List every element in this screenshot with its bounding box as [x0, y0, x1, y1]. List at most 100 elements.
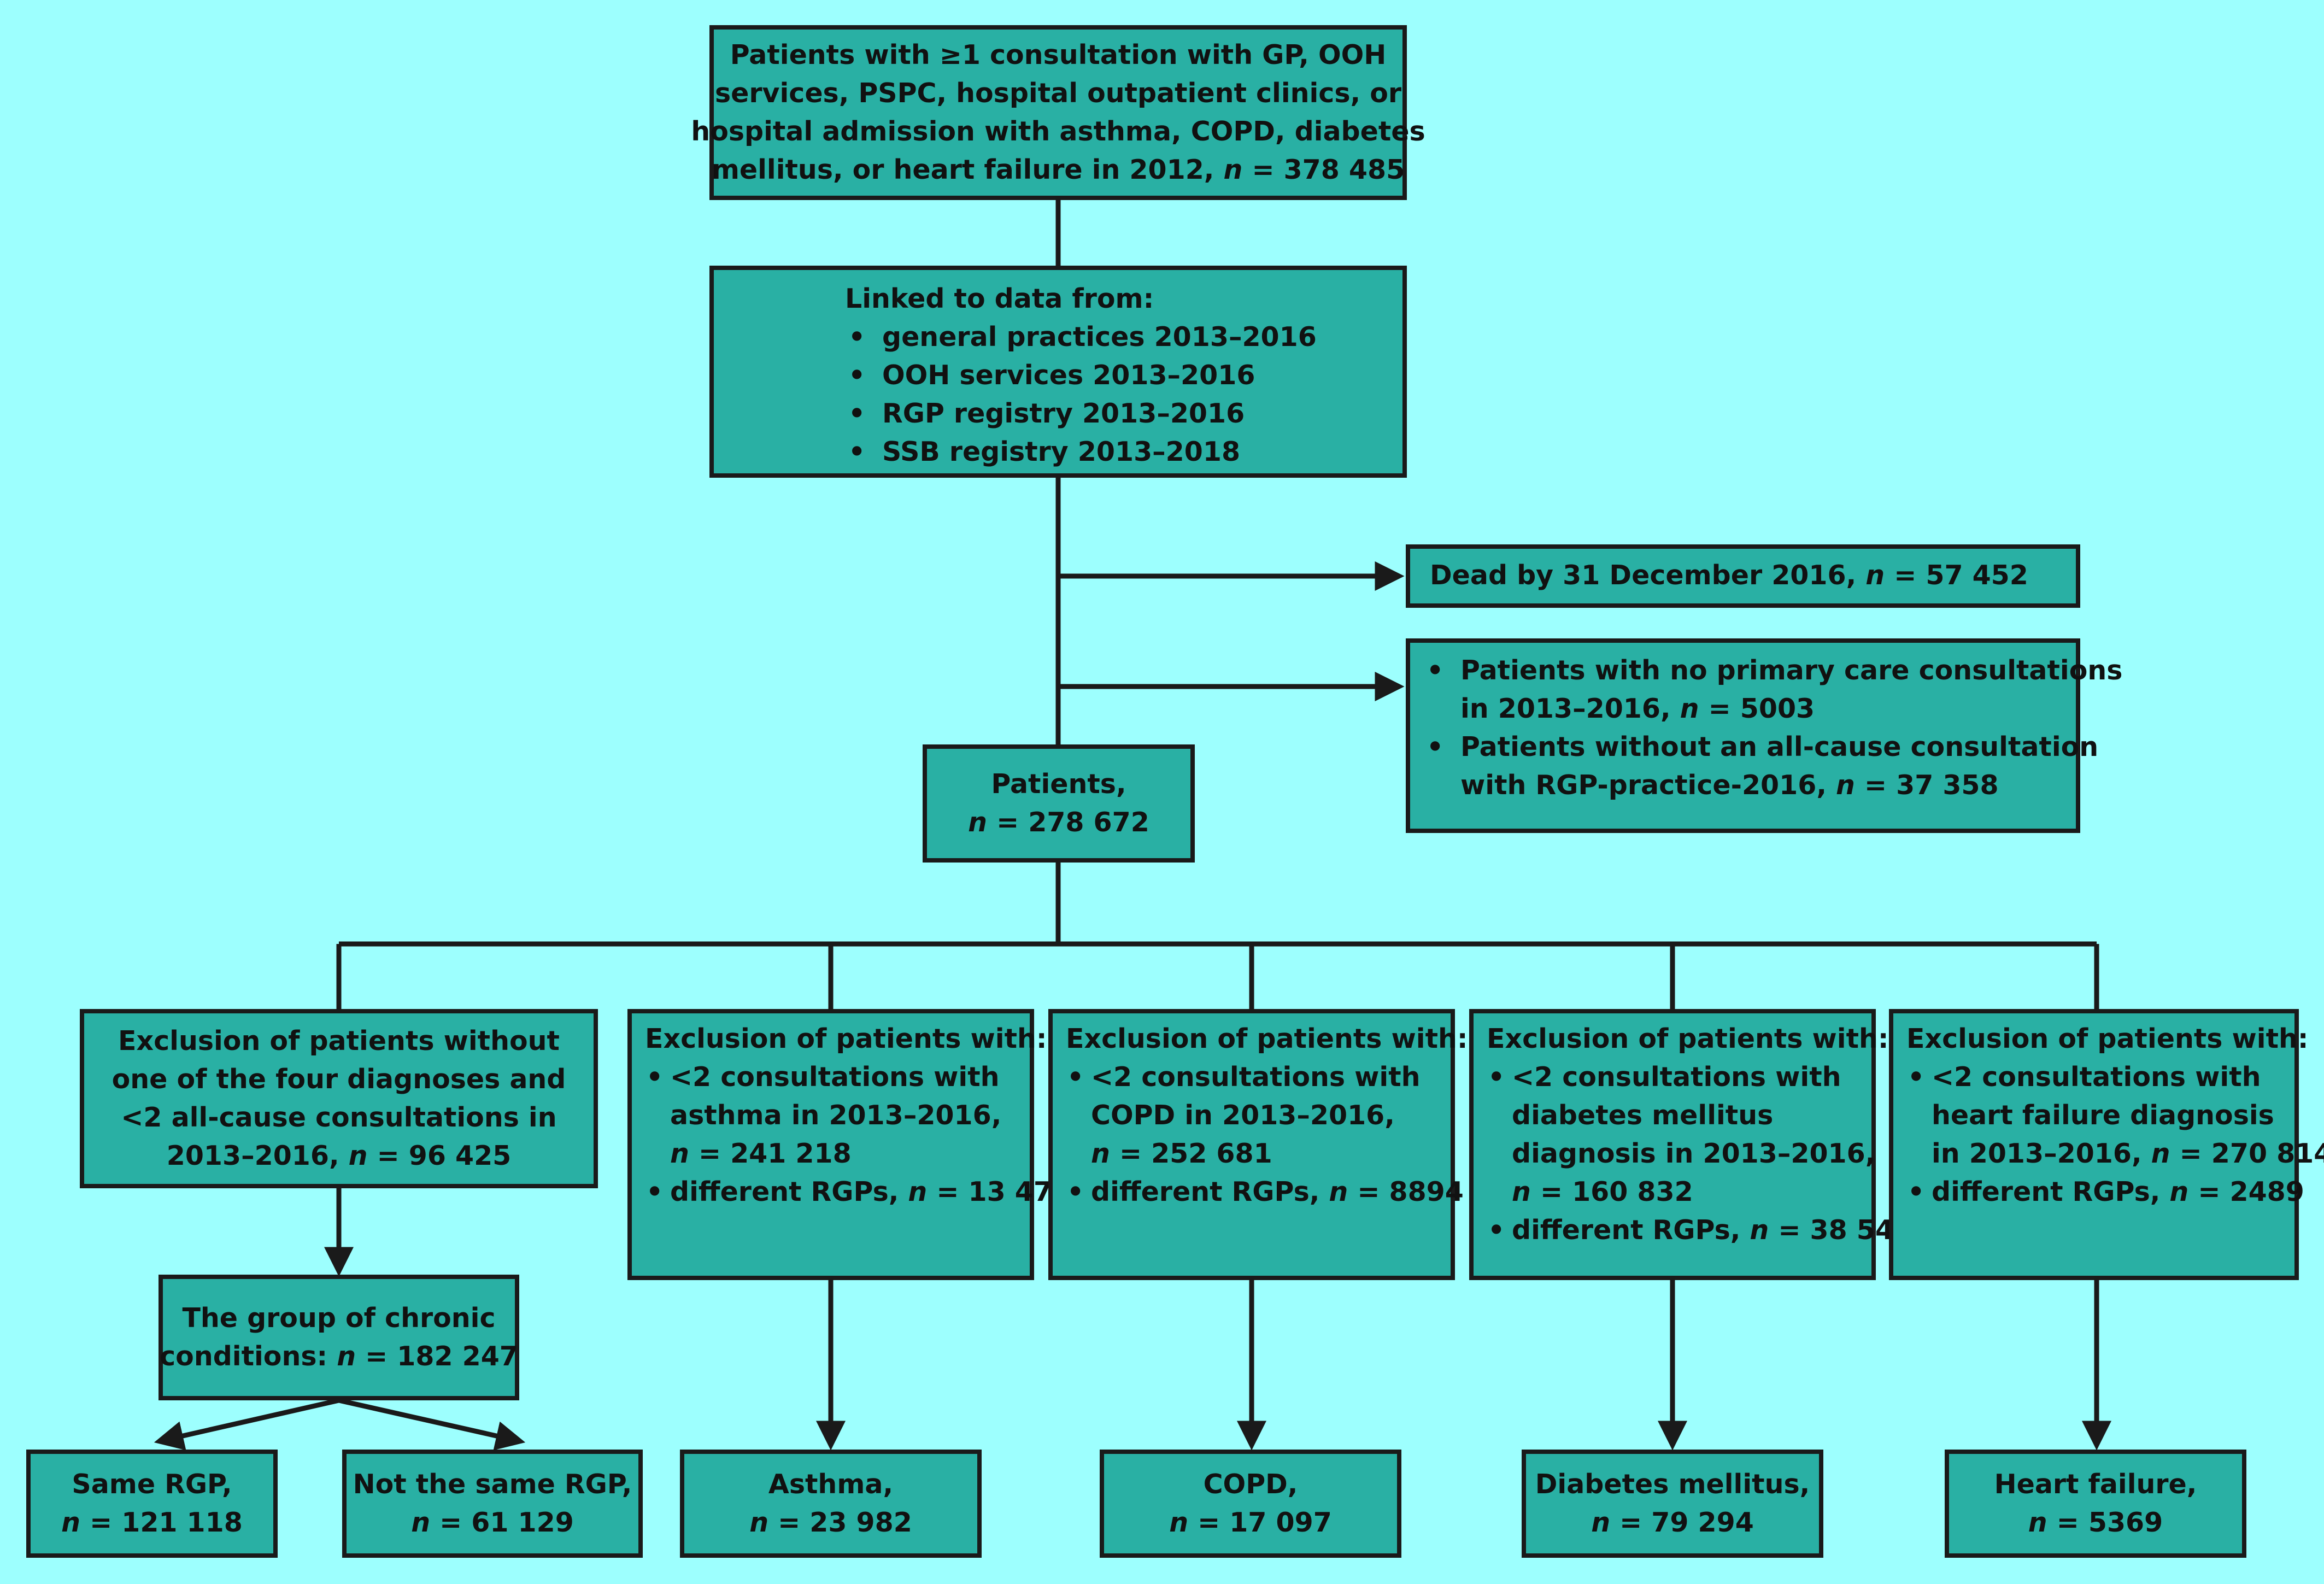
chronic-group-text: conditions: — [160, 1341, 328, 1372]
exclusion-count-line: in 2013–2016, n = 270 814 — [1932, 1135, 2324, 1173]
exclusion-rgp-line: different RGPs, n = 2489 — [1932, 1173, 2304, 1211]
box-diabetes-mellitus: Diabetes mellitus, n = 79 294 — [1522, 1450, 1823, 1558]
exclusion-text: <2 consultations with — [670, 1061, 1000, 1093]
no-consultation-count: 5003 — [1740, 693, 1815, 724]
linked-source-item: SSB registry 2013–2018 — [845, 433, 1381, 471]
heart-failure-count: 5369 — [2088, 1507, 2163, 1538]
linked-heading: Linked to data from: — [845, 283, 1154, 314]
box-same-rgp: Same RGP, n = 121 118 — [26, 1450, 278, 1558]
equals-sign: = — [90, 1507, 113, 1538]
exclusion-heart-rgp-count: 2489 — [2229, 1176, 2304, 1207]
box-linked-data: Linked to data from: general practices 2… — [709, 266, 1407, 478]
n-symbol: n — [348, 1140, 368, 1171]
no-consultation-line: in 2013–2016, n = 5003 — [1460, 690, 2063, 728]
no-rgp-consultation-line: with RGP-practice-2016, n = 37 358 — [1460, 766, 2063, 805]
asthma-line: n = 23 982 — [749, 1504, 912, 1542]
equals-sign: = — [698, 1138, 721, 1169]
asthma-count: 23 982 — [809, 1507, 912, 1538]
exclusion-heart-list: <2 consultations with heart failure diag… — [1906, 1058, 2324, 1211]
chronic-group-count: 182 247 — [397, 1341, 518, 1372]
equals-sign: = — [996, 807, 1019, 838]
equals-sign: = — [1357, 1176, 1380, 1207]
n-symbol: n — [411, 1507, 431, 1538]
exclusion-text: different RGPs, — [1512, 1215, 1741, 1246]
equals-sign: = — [1894, 560, 1917, 591]
patients-label: Patients, — [991, 768, 1126, 800]
exclusion-rgp-line: different RGPs, n = 38 546 — [1512, 1211, 1912, 1249]
same-rgp-line: n = 121 118 — [61, 1504, 243, 1542]
exclusion-copd-consult-count: 252 681 — [1151, 1138, 1272, 1169]
linked-source-item: RGP registry 2013–2016 — [845, 395, 1381, 433]
exclusion-text: in 2013–2016, — [1932, 1138, 2142, 1169]
same-rgp-label: Same RGP, — [72, 1469, 232, 1500]
equals-sign: = — [439, 1507, 462, 1538]
equals-sign: = — [1778, 1215, 1801, 1246]
heart-failure-line: n = 5369 — [2028, 1504, 2163, 1542]
exclusion-text: different RGPs, — [670, 1176, 899, 1207]
exclusion-diabetes-consult-count: 160 832 — [1572, 1176, 1693, 1207]
linked-sources-list: general practices 2013–2016 OOH services… — [714, 318, 1381, 471]
exclusion-chronic-line: 2013–2016, n = 96 425 — [167, 1137, 512, 1175]
asthma-label: Asthma, — [768, 1469, 894, 1500]
n-symbol: n — [1865, 560, 1885, 591]
n-symbol: n — [1512, 1176, 1531, 1207]
initial-cohort-line: mellitus, or heart failure in 2012, n = … — [712, 151, 1405, 189]
box-heart-failure: Heart failure, n = 5369 — [1945, 1450, 2246, 1558]
no-rgp-consultation-text: with RGP-practice-2016, — [1460, 770, 1827, 801]
equals-sign: = — [936, 1176, 959, 1207]
n-symbol: n — [670, 1138, 689, 1169]
diabetes-label: Diabetes mellitus, — [1535, 1469, 1810, 1500]
n-symbol: n — [968, 807, 988, 838]
box-exclusion-heart-failure: Exclusion of patients with: <2 consultat… — [1889, 1009, 2324, 1280]
not-same-rgp-line: n = 61 129 — [411, 1504, 574, 1542]
equals-sign: = — [1619, 1507, 1642, 1538]
patients-count: 278 672 — [1028, 807, 1149, 838]
exclusion-chronic-line: Exclusion of patients without — [118, 1025, 560, 1057]
exclusion-text: <2 consultations with — [1512, 1061, 1841, 1093]
equals-sign: = — [2056, 1507, 2079, 1538]
exclusion-rgp-line: different RGPs, n = 8894 — [1091, 1173, 1464, 1211]
linked-source-item: OOH services 2013–2016 — [845, 356, 1381, 395]
initial-cohort-line: Patients with ≥1 consultation with GP, O… — [730, 39, 1387, 71]
excluded-no-consultation-item: Patients with no primary care consultati… — [1423, 652, 2122, 728]
exclusion-chronic-text: 2013–2016, — [166, 1140, 339, 1171]
n-symbol: n — [2169, 1176, 2189, 1207]
exclusion-copd-rgp-count: 8894 — [1389, 1176, 1464, 1207]
box-exclusion-diabetes: Exclusion of patients with: <2 consultat… — [1469, 1009, 1912, 1280]
exclusion-count-line: n = 241 218 — [670, 1135, 1017, 1173]
exclusion-asthma-list: <2 consultations with asthma in 2013–201… — [645, 1058, 1071, 1211]
exclusion-asthma-consult-count: 241 218 — [730, 1138, 852, 1169]
no-rgp-consultation-text: Patients without an all-cause consultati… — [1460, 731, 2099, 762]
chronic-group-label: The group of chronic — [182, 1303, 496, 1334]
copd-count: 17 097 — [1229, 1507, 1332, 1538]
arrow-to-same-rgp — [154, 1398, 339, 1451]
exclusion-rgp-item: different RGPs, n = 8894 — [1066, 1173, 1464, 1211]
exclusion-heading: Exclusion of patients with: — [1066, 1023, 1468, 1054]
exclusion-chronic-count: 96 425 — [408, 1140, 512, 1171]
n-symbol: n — [1169, 1507, 1189, 1538]
n-symbol: n — [908, 1176, 928, 1207]
box-exclusion-asthma: Exclusion of patients with: <2 consultat… — [627, 1009, 1071, 1280]
n-symbol: n — [1329, 1176, 1348, 1207]
exclusion-count-line: n = 160 832 — [1512, 1173, 1858, 1211]
equals-sign: = — [1708, 693, 1731, 724]
exclusion-chronic-line: <2 all-cause consultations in — [121, 1102, 557, 1133]
equals-sign: = — [1119, 1138, 1142, 1169]
initial-cohort-count: 378 485 — [1283, 154, 1405, 185]
box-chronic-group: The group of chronic conditions: n = 182… — [159, 1275, 519, 1400]
n-symbol: n — [749, 1507, 769, 1538]
dead-line: Dead by 31 December 2016, n = 57 452 — [1430, 556, 2056, 595]
initial-cohort-line: services, PSPC, hospital outpatient clin… — [714, 78, 1402, 109]
exclusion-text: diabetes mellitus — [1512, 1100, 1774, 1131]
exclusion-text: diagnosis in 2013–2016, — [1512, 1138, 1876, 1169]
equals-sign: = — [2198, 1176, 2221, 1207]
no-consultation-text: in 2013–2016, — [1460, 693, 1671, 724]
box-asthma: Asthma, n = 23 982 — [680, 1450, 982, 1558]
n-symbol: n — [1091, 1138, 1110, 1169]
box-exclusion-copd: Exclusion of patients with: <2 consultat… — [1048, 1009, 1468, 1280]
n-symbol: n — [2151, 1138, 2170, 1169]
exclusion-consultations-item: <2 consultations with diabetes mellitus … — [1487, 1058, 1876, 1211]
box-exclusion-chronic: Exclusion of patients without one of the… — [80, 1009, 598, 1188]
